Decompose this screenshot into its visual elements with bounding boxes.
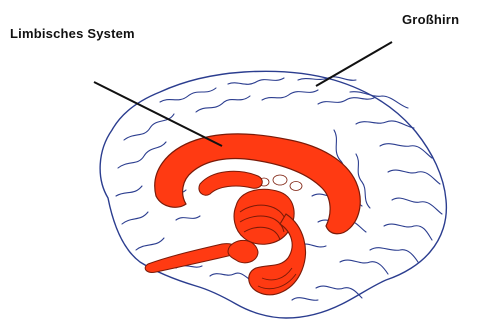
ventricle-gap xyxy=(290,182,302,191)
limbic-system-label: Limbisches System xyxy=(10,26,135,41)
ventricle-gap xyxy=(273,175,287,185)
cerebrum-label: Großhirn xyxy=(402,12,459,27)
cerebrum-leader-line xyxy=(316,42,392,86)
